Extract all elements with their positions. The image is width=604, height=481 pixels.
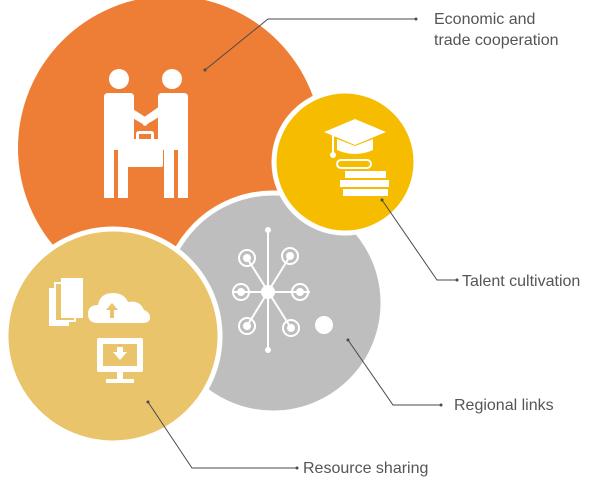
- economic-label-line1: Economic and: [434, 11, 535, 28]
- cloud-files-monitor-icon: [49, 278, 150, 383]
- regional-connector: [347, 339, 440, 406]
- economic-connector: [204, 18, 415, 71]
- economic-label-line2: trade cooperation: [434, 32, 559, 49]
- resource-dot: [146, 400, 150, 404]
- connectors: [147, 18, 456, 469]
- talent-circle: [271, 88, 419, 236]
- talent-arrow: [455, 278, 459, 282]
- regional-dot: [346, 338, 350, 342]
- resource-connector: [147, 401, 296, 469]
- connector-dots: [146, 17, 459, 470]
- economic-arrow: [414, 17, 418, 21]
- network-hub-icon: [232, 227, 333, 353]
- resource-arrow: [295, 466, 299, 470]
- talent-connector: [381, 199, 456, 281]
- talent-dot: [380, 198, 384, 202]
- regional-arrow: [439, 403, 443, 407]
- economic-dot: [203, 68, 207, 72]
- resource-label: Resource sharing: [303, 460, 428, 477]
- resource-circle: [3, 226, 223, 446]
- graduation-cap-books-icon: [324, 119, 389, 196]
- talent-label: Talent cultivation: [462, 273, 580, 290]
- regional-label: Regional links: [454, 397, 554, 414]
- handshake-briefcase-icon: [104, 69, 188, 198]
